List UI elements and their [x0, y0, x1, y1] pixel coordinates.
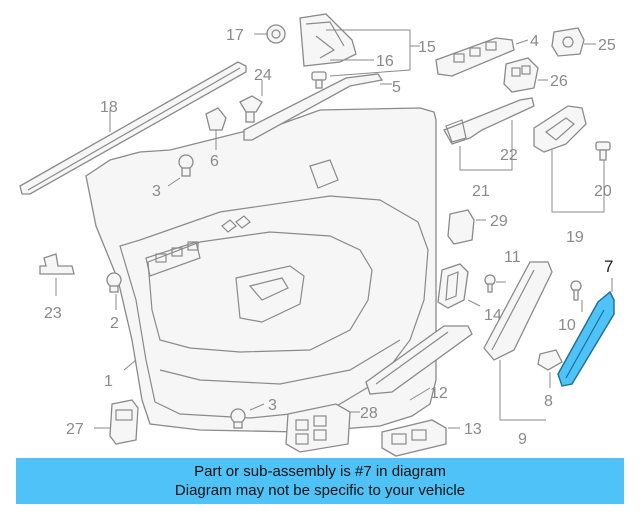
part-2-clip — [106, 272, 122, 293]
part-10-screw — [570, 280, 582, 301]
callout-28: 28 — [360, 405, 378, 422]
callout-19: 19 — [566, 229, 584, 246]
part-22-pull-handle — [443, 97, 535, 145]
callout-11: 11 — [504, 249, 521, 266]
callout-17: 17 — [226, 27, 244, 44]
callout-3-top: 3 — [152, 183, 161, 200]
part-8-clip — [537, 349, 563, 371]
callout-21: 21 — [472, 183, 490, 200]
part-16-pin — [311, 71, 327, 89]
callout-1: 1 — [104, 373, 113, 390]
callout-26: 26 — [550, 73, 568, 90]
part-3-screw-bottom — [230, 408, 246, 429]
callout-4: 4 — [530, 33, 539, 50]
part-15-mirror-cover — [299, 13, 357, 67]
callout-23: 23 — [44, 305, 62, 322]
callout-18: 18 — [100, 99, 118, 116]
callout-16: 16 — [376, 53, 394, 70]
callout-20: 20 — [594, 183, 612, 200]
part-5-upper-molding — [243, 73, 384, 141]
part-3-screw-top — [178, 154, 194, 177]
leader-lines — [55, 29, 613, 429]
callout-2: 2 — [110, 315, 119, 332]
part-13-switch-block — [381, 419, 447, 457]
callout-29: 29 — [490, 213, 508, 230]
callout-13: 13 — [464, 421, 482, 438]
callout-7: 7 — [604, 257, 613, 276]
callout-22: 22 — [500, 147, 518, 164]
info-banner: Part or sub-assembly is #7 in diagram Di… — [16, 458, 624, 504]
callout-5: 5 — [392, 79, 401, 96]
part-12-armrest-trim — [365, 325, 473, 395]
part-19-handle-housing — [533, 105, 587, 153]
callout-12: 12 — [430, 385, 448, 402]
part-28-switch-block — [285, 403, 351, 453]
part-6-clip — [205, 107, 227, 131]
banner-line-disclaimer: Diagram may not be specific to your vehi… — [174, 482, 466, 499]
callout-10: 10 — [558, 317, 576, 334]
callout-9: 9 — [518, 431, 527, 448]
callout-3-bottom: 3 — [268, 397, 277, 414]
part-27-bracket — [109, 399, 139, 445]
callout-6: 6 — [210, 153, 219, 170]
part-17-clip — [266, 24, 286, 44]
part-4-switch-panel — [435, 37, 515, 77]
part-14-bezel — [437, 263, 469, 309]
callout-15: 15 — [418, 39, 436, 56]
part-18-belt-strip — [19, 61, 247, 195]
part-9-trim-strip — [483, 261, 553, 361]
part-26-switch — [503, 57, 539, 93]
door-trim-panel — [85, 107, 437, 433]
part-25-switch — [551, 27, 585, 57]
part-11-screw — [484, 274, 496, 293]
part-7-highlighted-trim — [557, 290, 615, 387]
part-24-retainer — [239, 95, 263, 123]
callout-labels: 1 2 3 3 4 5 6 7 8 9 10 11 12 13 14 15 16… — [44, 27, 616, 448]
part-23-fastener — [39, 253, 75, 275]
callout-8: 8 — [544, 393, 553, 410]
part-29-switch — [447, 209, 475, 245]
callout-14: 14 — [484, 307, 502, 324]
banner-line-part-number: Part or sub-assembly is #7 in diagram — [194, 463, 446, 480]
part-20-pin — [595, 141, 611, 161]
callout-24: 24 — [254, 67, 272, 84]
callout-27: 27 — [66, 421, 84, 438]
callout-25: 25 — [598, 37, 616, 54]
